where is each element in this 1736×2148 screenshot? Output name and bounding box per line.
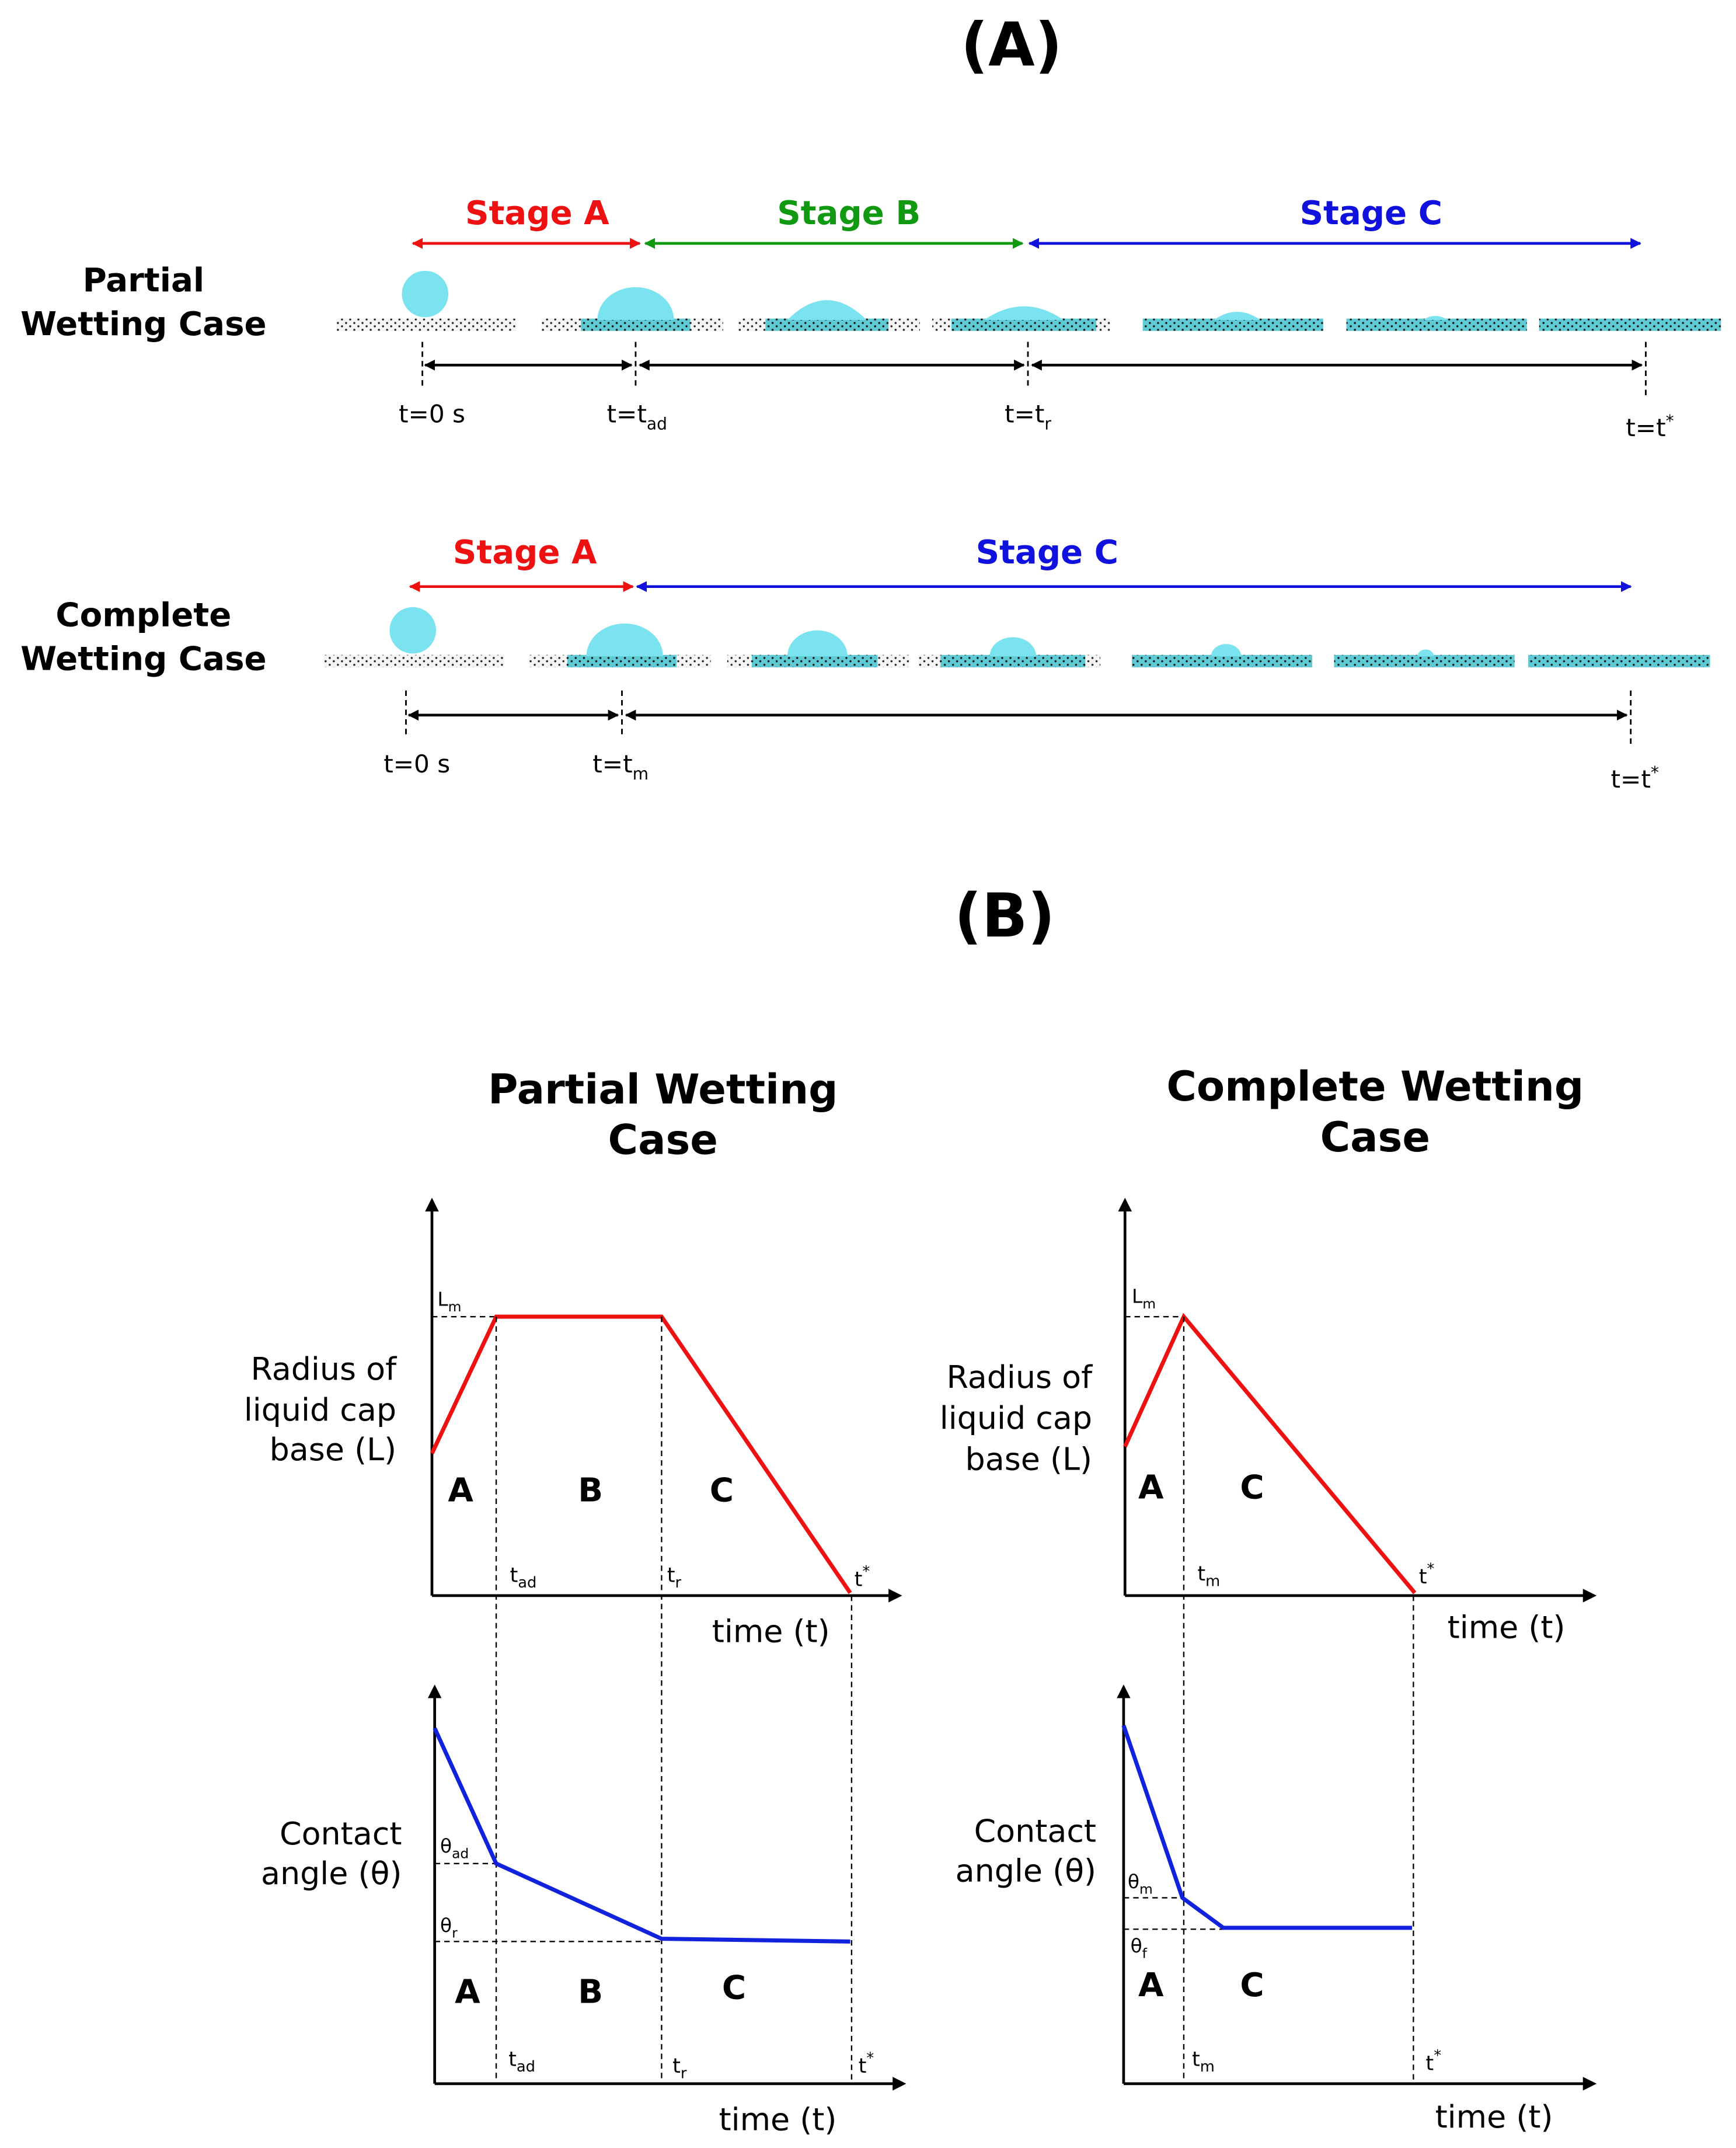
tick-tr-angle: tr [672, 2054, 687, 2082]
complete-plot-title-line1: Complete Wetting [1166, 1063, 1584, 1110]
droplet-c6 [1417, 649, 1434, 657]
angle-axis-line1: Contact [280, 1815, 402, 1852]
time-label-0: t=0 s [399, 400, 465, 429]
c-tick-tm-radius: tm [1197, 1562, 1220, 1590]
droplet-3 [787, 300, 867, 321]
complete-plot-title-line2: Case [1320, 1113, 1430, 1161]
panel-b-label: (B) [954, 881, 1055, 951]
c-tick-tstar-angle: t* [1425, 2047, 1441, 2075]
radius-curve [430, 1314, 852, 1595]
substrate-c7 [1528, 655, 1710, 667]
region-b-radius: B [578, 1471, 603, 1509]
droplet-5 [1214, 311, 1261, 321]
tick-tr-radius: tr [667, 1563, 682, 1591]
partial-case-label-line1: Partial [83, 262, 205, 300]
droplet-4 [984, 306, 1064, 321]
wetted-zone-4 [951, 318, 1097, 331]
stage-c-label: Stage C [1300, 194, 1442, 232]
radius-axis-line1: Radius of [251, 1350, 398, 1387]
c-angle-axis-line2: angle (θ) [956, 1852, 1096, 1889]
time-label-tad: t=tad [607, 400, 667, 434]
c-tick-tstar-radius: t* [1419, 1560, 1435, 1588]
region-c-angle: C [722, 1969, 746, 2007]
complete-case-label-line2: Wetting Case [20, 640, 267, 678]
c-angle-curve [1121, 1725, 1413, 1930]
wetted-zone-c4 [940, 655, 1086, 667]
c-angle-axis-line1: Contact [974, 1812, 1097, 1849]
theta-r-label: θr [440, 1914, 458, 1941]
time-label-tstar: t=t* [1626, 412, 1674, 442]
complete-wetting-plots: Complete Wetting Case Radius of liquid c… [940, 1063, 1597, 2135]
radius-xlabel: time (t) [712, 1613, 830, 1649]
c-radius-axis-line1: Radius of [946, 1359, 1093, 1395]
c-tick-tm-angle: tm [1192, 2047, 1215, 2075]
substrate-7 [1539, 318, 1721, 331]
wetted-zone-3 [765, 318, 889, 331]
partial-plot-title-line2: Case [608, 1116, 718, 1164]
c-radius-curve [1123, 1313, 1417, 1595]
time-label-tm: t=tm [592, 750, 649, 784]
wetted-zone-2 [581, 318, 691, 331]
theta-f-label: θf [1131, 1935, 1148, 1961]
region-c-radius: C [710, 1471, 734, 1509]
c-region-c-radius: C [1240, 1469, 1264, 1507]
droplet-c2 [586, 623, 663, 657]
droplet-c4 [989, 637, 1037, 657]
region-b-angle: B [578, 1973, 603, 2011]
complete-case-label-line1: Complete [55, 597, 231, 635]
theta-ad-label: θad [440, 1835, 469, 1861]
tick-tad-angle: tad [508, 2047, 535, 2075]
tick-tstar-radius: t* [855, 1563, 870, 1591]
stage-a-label: Stage A [465, 194, 609, 232]
panel-a-label: (A) [961, 10, 1062, 80]
partial-case-label-line2: Wetting Case [20, 305, 267, 343]
c-region-a-radius: A [1138, 1469, 1164, 1507]
c-radius-axis-line2: liquid cap [940, 1399, 1092, 1436]
tick-tad-radius: tad [510, 1563, 536, 1591]
substrate-6 [1346, 318, 1527, 331]
tick-tstar-angle: t* [859, 2050, 874, 2078]
droplet-6 [1423, 316, 1448, 321]
droplet-1 [402, 270, 449, 318]
c-region-c-angle: C [1240, 1966, 1264, 2004]
c-region-a-angle: A [1138, 1966, 1164, 2004]
time-label-tr: t=tr [1005, 400, 1051, 434]
lm-label: Lm [437, 1288, 461, 1314]
c-angle-xlabel: time (t) [1435, 2098, 1553, 2135]
c-radius-axis-line3: base (L) [965, 1440, 1092, 1477]
c-radius-xlabel: time (t) [1448, 1609, 1566, 1645]
droplet-c5 [1211, 644, 1242, 657]
substrate-1 [336, 318, 517, 331]
droplet-c3 [787, 630, 848, 657]
stage-a-label-complete: Stage A [453, 534, 597, 572]
partial-plot-title-line1: Partial Wetting [488, 1066, 838, 1113]
partial-wetting-row: Partial Wetting Case Stage A Stage B Sta… [20, 194, 1721, 442]
region-a-angle: A [455, 1973, 480, 2011]
substrate-c6 [1334, 655, 1515, 667]
radius-axis-line2: liquid cap [244, 1391, 396, 1428]
wetted-zone-c2 [567, 655, 677, 667]
partial-wetting-plots: Partial Wetting Case Radius of liquid ca… [244, 1066, 907, 2137]
droplet-c1 [389, 607, 437, 654]
wetted-zone-c3 [751, 655, 878, 667]
complete-wetting-row: Complete Wetting Case Stage A Stage C [20, 534, 1710, 793]
stage-b-label: Stage B [777, 194, 921, 232]
radius-axis-line3: base (L) [270, 1431, 396, 1468]
time-label-c0: t=0 s [384, 750, 450, 778]
time-label-c-tstar: t=t* [1611, 763, 1659, 793]
theta-m-label: θm [1128, 1871, 1153, 1897]
angle-curve [433, 1727, 850, 1944]
droplet-2 [597, 287, 674, 321]
angle-axis-line2: angle (θ) [261, 1855, 402, 1892]
c-lm-label: Lm [1132, 1286, 1156, 1312]
substrate-c1 [323, 655, 505, 667]
stage-c-label-complete: Stage C [976, 534, 1118, 572]
angle-xlabel: time (t) [719, 2101, 837, 2137]
region-a-radius: A [448, 1471, 473, 1509]
substrate-5 [1142, 318, 1323, 331]
substrate-c5 [1131, 655, 1313, 667]
